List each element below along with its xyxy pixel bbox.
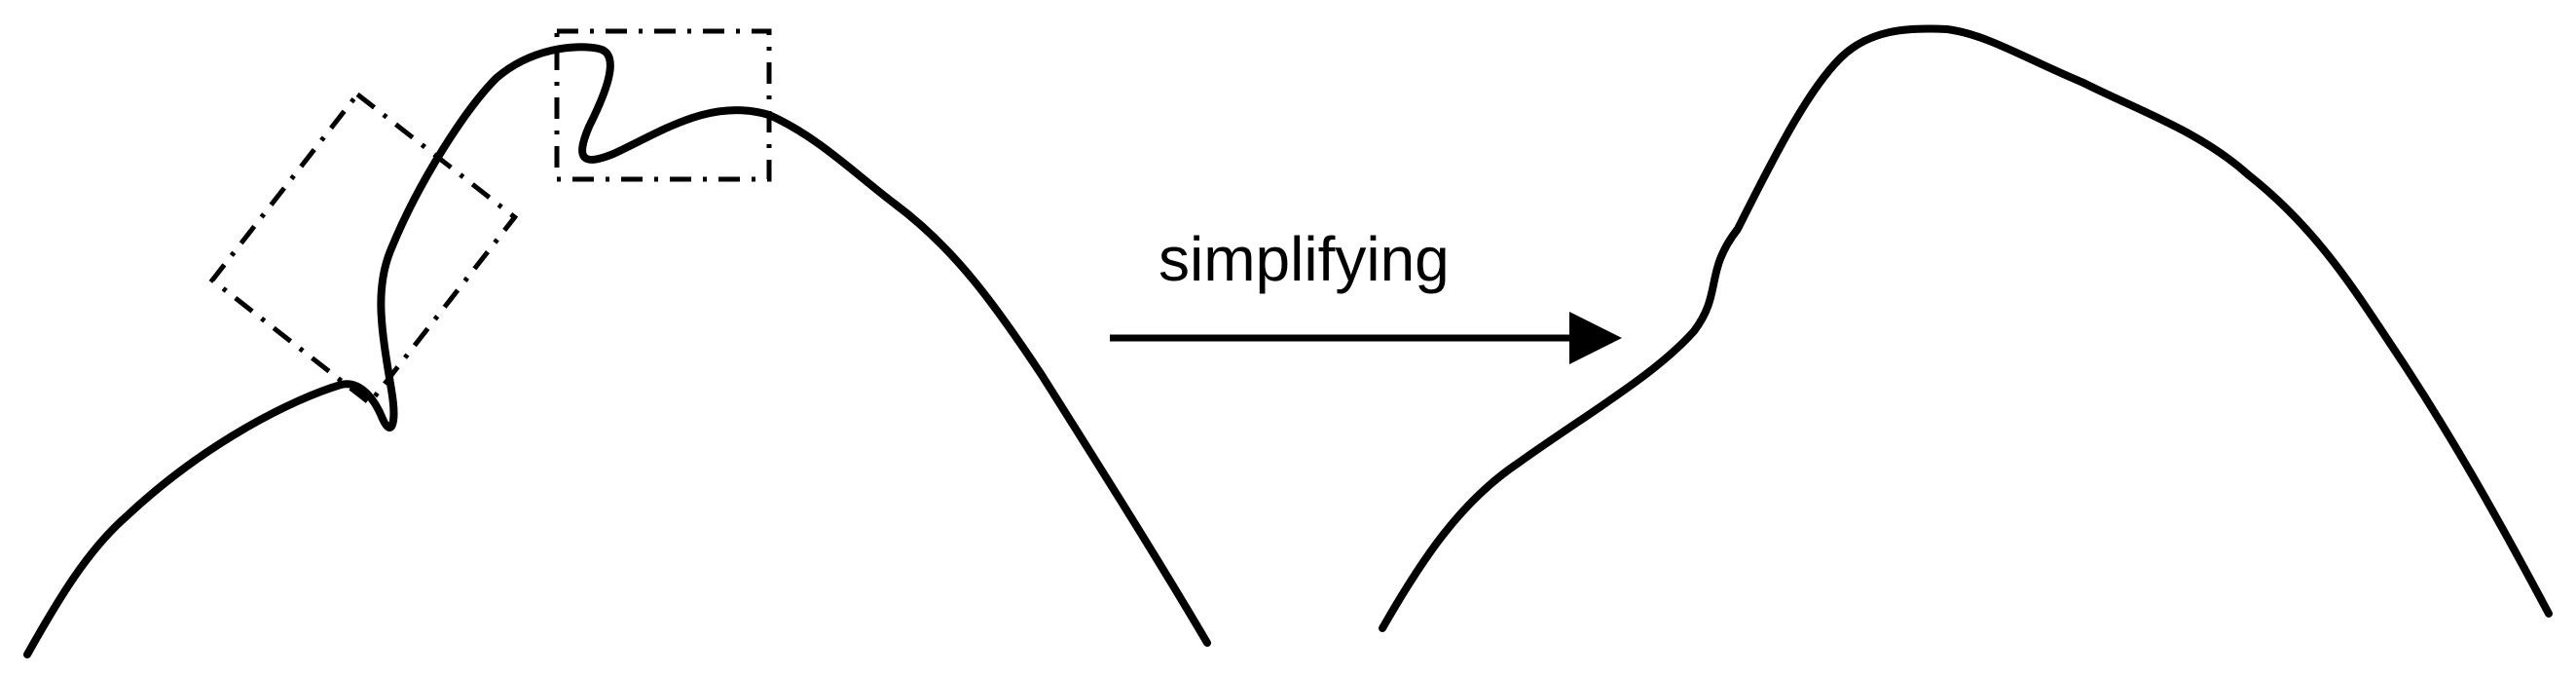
artifact-highlight-box-top bbox=[554, 28, 772, 182]
original-curve bbox=[23, 43, 1211, 658]
arrow-label: simplifying bbox=[1159, 224, 1450, 294]
simplified-panel bbox=[1379, 24, 2553, 632]
original-panel bbox=[23, 28, 1211, 658]
arrowhead-icon bbox=[1569, 312, 1622, 364]
simplified-curve bbox=[1379, 24, 2553, 632]
artifact-highlight-box-left bbox=[208, 91, 519, 407]
process-arrow: simplifying bbox=[1110, 224, 1622, 364]
